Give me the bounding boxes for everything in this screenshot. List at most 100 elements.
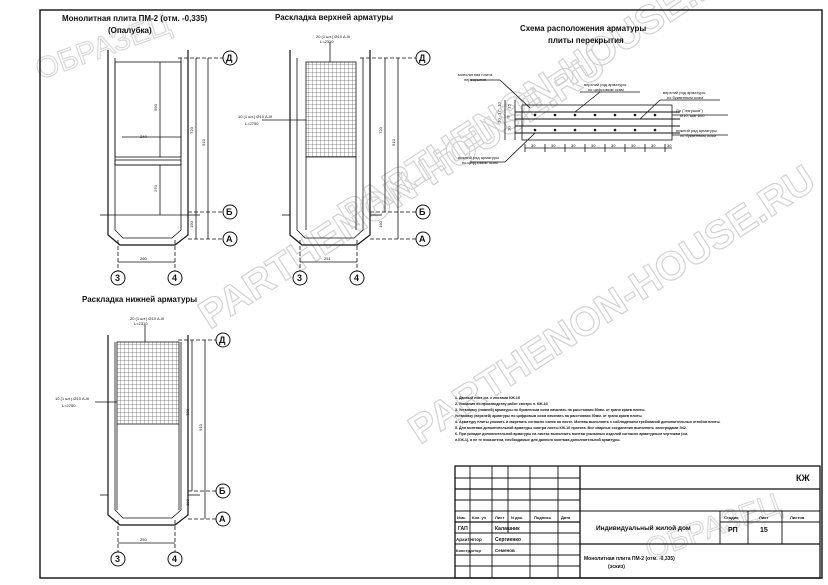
stamp-stage-header: Стадия — [724, 515, 739, 520]
general-note: 2. Указания по производству работ смотри… — [455, 402, 548, 406]
scheme-label-upper-row-2: по цифровым осям — [588, 87, 624, 92]
lower-axis-b: Б — [219, 486, 226, 496]
scheme-dim: 30 — [591, 143, 596, 148]
stamp-sheet-no: 15 — [760, 527, 768, 534]
stamp-col-header: Подпись — [534, 515, 552, 520]
upper-dim-small: 190 — [377, 221, 383, 228]
stamp-role: Конструктор — [456, 548, 481, 553]
scheme-label-upper-letter-2: по буквенным осям — [667, 95, 704, 100]
stamp-name: Семенов — [495, 548, 515, 553]
scheme-vdim: 12 — [496, 110, 502, 115]
stamp-col-header: Лист — [495, 515, 505, 520]
stamp-sheet-header: Лист — [759, 515, 769, 520]
scheme-dim: 30 — [531, 143, 536, 148]
lower-reinforcement-title: Раскладка нижней арматуры — [82, 295, 198, 304]
scheme-vdim: 15 — [506, 104, 512, 109]
formwork-axis-markers — [110, 50, 238, 286]
upper-callout-left-length: L=2750 — [245, 121, 259, 126]
axis-a-marker: А — [226, 234, 233, 244]
stamp-sheets-header: Листов — [790, 515, 805, 520]
lower-axis-d: Д — [219, 335, 226, 345]
scheme-label-lower-letter-2: по буквенным осям — [680, 133, 717, 138]
stamp-name: Калашник — [495, 526, 520, 532]
axis-4-marker: 4 — [172, 273, 178, 283]
stamp-col-header: Кол. уч — [472, 515, 487, 520]
scheme-dim: 30 — [571, 143, 576, 148]
lower-dim-small: 190 — [184, 499, 190, 506]
stamp-name: Сергиенко — [495, 537, 521, 543]
scheme-label-upper-row: верхний ряд арматуры — [584, 82, 627, 87]
formwork-title: Монолитная плита ПМ-2 (отм. -0,335) — [62, 14, 208, 23]
stamp-col-header: Изм. — [457, 515, 466, 520]
stamp-col-header: Дата — [561, 515, 571, 520]
lower-callout-left-length: L=2750 — [62, 403, 76, 408]
lower-dim-bottom: 250 — [140, 537, 147, 542]
lower-callout-left: 10 (1 шт.) Ø10 А-III — [55, 396, 90, 401]
stamp-role: Архитектор — [456, 537, 482, 542]
stamp-role: ГАП — [458, 526, 468, 532]
scheme-dim: 30 — [651, 143, 656, 148]
scheme-label-lower-digit-2: по цифровым осям — [462, 160, 498, 165]
general-note: 1. Данный лист см. с листами КЖ-1б — [455, 396, 521, 400]
upper-reinforcement-title: Раскладка верхней арматуры — [275, 13, 394, 22]
formwork-dim-h2: 910 — [200, 139, 206, 146]
axis-3-marker: 3 — [115, 273, 121, 283]
lower-callout-top: 20 (1 шт.) Ø10 А-III — [130, 316, 165, 321]
stamp-code: КЖ — [796, 473, 810, 483]
general-note: л.КЖ-1), а не те показатели, необходимые… — [455, 438, 621, 442]
formwork-dim-h1: 720 — [188, 127, 194, 134]
general-note: 4. Арматуру плиты уложить и закрепить со… — [455, 420, 721, 424]
scheme-vdim: 20 — [506, 126, 512, 131]
scheme-title: Схема расположения арматуры — [520, 24, 647, 33]
scheme-dim: 30 — [667, 143, 672, 148]
upper-callout-top: 20 (1 шт.) Ø10 А-III — [316, 34, 351, 39]
upper-axis-a: А — [419, 234, 426, 244]
scheme-dim: 30 — [611, 143, 616, 148]
general-note: Установку (верхней) арматуры по цифровым… — [455, 414, 643, 418]
scheme-dim: 30 — [551, 143, 556, 148]
scheme-dim: 30 — [631, 143, 636, 148]
upper-dim-bottom: 251 — [324, 256, 331, 261]
upper-axis-3: 3 — [297, 273, 303, 283]
lower-axis-markers — [110, 332, 231, 567]
scheme-label-upper-letter: верхний ряд арматуры — [663, 90, 706, 95]
upper-axis-b: Б — [419, 207, 426, 217]
upper-reinforcement-plan — [262, 42, 418, 272]
upper-callout-top-length: L=2310 — [320, 39, 334, 44]
lower-dim-h2: 910 — [197, 424, 203, 431]
scheme-label-lower-letter: нижний ряд арматуры — [676, 128, 717, 133]
stamp-col-header: N док. — [511, 515, 524, 520]
scheme-vdim: 10 — [496, 118, 502, 123]
stamp-sheet-title: Монолитная плита ПМ-2 (отм. -0,335) — [584, 556, 675, 562]
formwork-plan — [100, 50, 225, 272]
upper-dim-h1: 720 — [377, 127, 383, 134]
lower-callout-top-length: L=2310 — [134, 321, 148, 326]
upper-axis-markers — [292, 50, 431, 286]
upper-axis-d: Д — [419, 53, 426, 63]
formwork-dim-in1: 590 — [152, 104, 158, 111]
formwork-dim-bottom: 260 — [140, 256, 147, 261]
slab-section-scheme — [470, 79, 728, 163]
title-block — [454, 465, 821, 579]
general-note: 6. При укладке дополнительной арматуры н… — [455, 432, 689, 436]
lower-axis-3: 3 — [115, 554, 121, 564]
scheme-label-lower-digit: нижний ряд арматуры — [458, 155, 499, 160]
upper-callout-left: 10 (1 шт.) Ø10 А-III — [238, 114, 273, 119]
scheme-label-dl-2: Ø10, шаг 600 — [680, 113, 705, 118]
formwork-dim-in2: 240 — [140, 134, 147, 139]
formwork-dim-small: 190 — [188, 221, 194, 228]
stamp-stage: РП — [728, 527, 738, 534]
scheme-vdim: 10 — [496, 102, 502, 107]
lower-dim-h1: 720 — [184, 409, 190, 416]
formwork-dim-in3: 270 — [152, 185, 158, 192]
scheme-title-2: плиты перекрытия — [548, 36, 624, 45]
sheet-frame — [39, 9, 823, 579]
general-note: 5. Для монтажа дополнительной арматуры с… — [455, 426, 687, 430]
lower-axis-4: 4 — [172, 554, 178, 564]
watermark: PARTHENON-HOUSE.RU PARTHENON-HOUSE.RU PA… — [31, 0, 824, 567]
lower-axis-a: А — [219, 514, 226, 524]
scheme-vdim: 8 — [505, 115, 511, 118]
axis-d-marker: Д — [226, 53, 233, 63]
lower-reinforcement-plan — [95, 325, 218, 552]
